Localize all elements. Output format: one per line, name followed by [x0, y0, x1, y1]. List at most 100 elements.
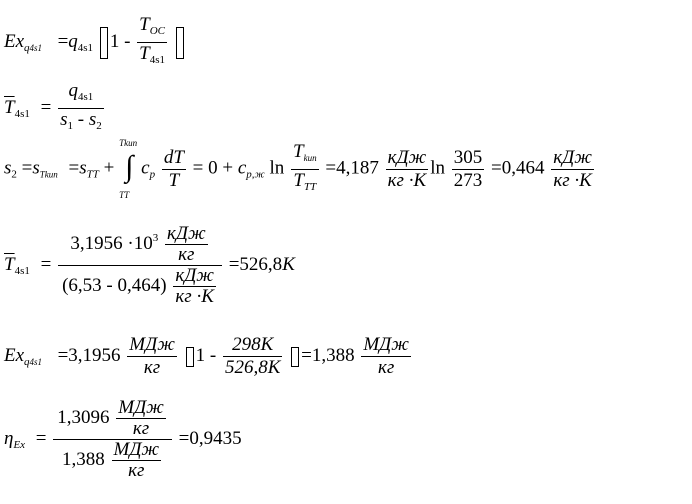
efficiency-result: =0,9435: [178, 427, 242, 449]
numerator-unit-den: кг: [132, 418, 150, 439]
result-unit-num: МДж: [361, 334, 411, 357]
q-symbol: q: [68, 80, 79, 101]
ln-operator-2: ln: [430, 157, 446, 179]
denominator-value: (6,53 - 0,464): [62, 274, 167, 296]
ex-sub: q: [24, 41, 30, 54]
big-fraction: 3,1956 ·103 кДж кг (6,53 - 0,464) кДж кг…: [58, 224, 222, 307]
s-kip-symbol: s: [32, 157, 40, 179]
cp-symbol: c: [141, 157, 150, 179]
efficiency-fraction: 1,3096 МДж кг 1,388 МДж кг: [53, 398, 172, 481]
s-tt-sub: TT: [86, 168, 99, 181]
ex-sub: q: [24, 355, 30, 368]
equals-sign: =: [35, 427, 47, 449]
s2-sub: 2: [11, 168, 17, 181]
exergy-result: =1,388: [301, 344, 355, 366]
numerator-value: 1,3096: [57, 406, 110, 428]
integral-icon: Tkип ∫ TT: [119, 138, 138, 200]
zero-plus: = 0 +: [192, 157, 238, 179]
integral-upper: Tkип: [119, 138, 138, 148]
s2-symbol: s: [88, 109, 97, 130]
ambient-temp: 298K: [222, 334, 283, 357]
s1-symbol: s: [60, 109, 68, 130]
t-oc-sub: OC: [149, 25, 165, 37]
tk-over-tt-fraction: Tkип TTT: [291, 141, 319, 198]
temp-number-fraction: 305 273: [451, 146, 485, 192]
unit-num: кДж: [385, 146, 429, 170]
numerator-value: 3,1956 ·10: [70, 232, 153, 254]
numerator-unit: МДж кг: [116, 398, 166, 439]
denominator-value: 1,388: [62, 448, 105, 470]
unit-den: кг ·K: [387, 169, 427, 191]
ex-subsub: 4s1: [29, 42, 43, 53]
result-unit-num: кДж: [551, 146, 594, 170]
equation-exergy-heat: Exq4s1 =q4s1 1 - TOC T4s1: [4, 14, 186, 71]
ex-subsub: 4s1: [29, 356, 43, 367]
s1-sub: 1: [67, 120, 73, 132]
equals-value: =3,1956: [57, 344, 121, 366]
t-mean: T: [139, 43, 150, 64]
cpj-sub: р,ж: [246, 168, 265, 181]
cpj-symbol: c: [237, 157, 247, 179]
q-symbol: q: [68, 30, 78, 52]
temp-ratio-fraction: 298K 526,8K: [222, 334, 283, 379]
integral-lower: TT: [119, 190, 130, 200]
denominator-unit-den: кг: [128, 460, 145, 481]
result-unit-fraction: кДж кг ·K: [551, 147, 594, 192]
eta-sub: Ex: [13, 438, 26, 451]
numerator-unit-den: кг: [178, 244, 195, 265]
dt-over-t-fraction: dT T: [161, 147, 186, 192]
denominator-unit: кДж кг ·K: [173, 266, 216, 307]
tt-sub: TT: [303, 180, 317, 193]
mj-per-kg-fraction: МДж кг: [127, 334, 177, 379]
coefficient-value: =4,187: [325, 157, 379, 179]
numerator-unit: кДж кг: [164, 223, 208, 265]
q-sub: 4s1: [78, 91, 94, 103]
plus-sign: +: [103, 157, 115, 179]
equation-efficiency: ηEx = 1,3096 МДж кг 1,388 МДж кг =0,9435: [4, 398, 242, 481]
ex-symbol: Ex: [4, 30, 25, 52]
tk-sub: kип: [303, 152, 317, 163]
unit-fraction: кДж кг ·K: [385, 146, 429, 192]
equals-sign: =: [40, 253, 52, 275]
eta-symbol: η: [4, 427, 14, 449]
numerator-unit-num: кДж: [164, 223, 208, 245]
t-mean-sub: 4s1: [14, 264, 30, 277]
equals-sign: =: [21, 157, 33, 179]
s-kip-sub: Tkип: [39, 169, 58, 180]
result-unit-den: кг ·K: [553, 169, 592, 191]
numerator-exponent: 3: [152, 231, 159, 244]
ln-operator: ln: [269, 157, 285, 179]
mean-temp: 526,8K: [224, 357, 281, 378]
s2-sub: 2: [96, 120, 102, 132]
temp-ratio-fraction: TOC T4s1: [137, 14, 167, 71]
t-mean-sub: 4s1: [14, 107, 30, 120]
t-mean-symbol: T: [4, 253, 15, 275]
equation-exergy-value: Exq4s1 =3,1956 МДж кг 1 - 298K 526,8K =1…: [4, 334, 413, 379]
equation-entropy: s2 =sTkип =sTT + Tkип ∫ TT cp dT T = 0 +…: [4, 138, 596, 200]
cp-sub: p: [149, 168, 156, 181]
denominator-unit-num: МДж: [111, 439, 162, 461]
number-273: 273: [453, 169, 483, 191]
t-mean-sub: 4s1: [149, 54, 165, 66]
number-305: 305: [451, 146, 485, 170]
s-tt-symbol: s: [79, 157, 87, 179]
bracket-placeholder: [99, 26, 108, 59]
one-minus: 1 -: [195, 344, 217, 366]
t-oc: T: [139, 14, 150, 35]
unit-den: кг: [143, 357, 161, 378]
equals-sign: =: [40, 96, 52, 118]
unit-num: МДж: [127, 334, 177, 357]
equals-sign-2: =: [68, 157, 80, 179]
tk-symbol: T: [293, 140, 304, 162]
mean-temp-result: =526,8: [228, 253, 283, 275]
q-over-ds-fraction: q4s1 s1 - s2: [58, 80, 104, 137]
tt-symbol: T: [293, 169, 304, 191]
bracket-placeholder: [185, 346, 194, 367]
result-unit-den: кг: [378, 357, 395, 378]
denominator-unit: МДж кг: [111, 439, 162, 481]
equals-sign: =: [57, 30, 69, 52]
minus-sign: -: [77, 109, 85, 130]
result-unit-fraction: МДж кг: [361, 334, 411, 379]
ex-symbol: Ex: [4, 344, 25, 366]
bracket-placeholder: [291, 346, 300, 367]
